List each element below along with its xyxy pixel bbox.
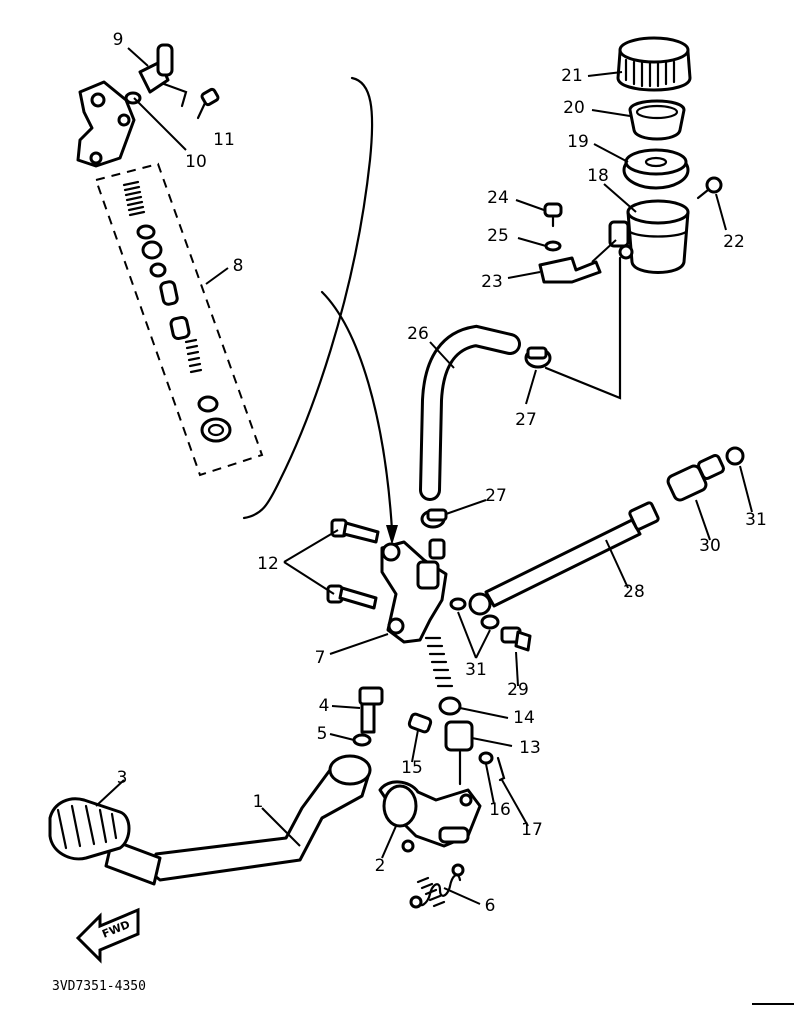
callout-11: 11 [213, 130, 235, 150]
callout-5: 5 [317, 724, 328, 744]
part-hose-and-clamps [419, 324, 552, 529]
callout-22: 22 [723, 232, 745, 252]
callout-28: 28 [623, 582, 645, 602]
part-master-cylinder-bracket [326, 518, 500, 688]
part-lower-linkage [352, 686, 506, 786]
callout-14: 14 [513, 708, 535, 728]
callout-18: 18 [587, 166, 609, 186]
callout-30: 30 [699, 536, 721, 556]
callout-10: 10 [185, 152, 207, 172]
callout-16: 16 [489, 800, 511, 820]
callout-7: 7 [315, 648, 326, 668]
part-master-cylinder-inset [76, 43, 398, 545]
callout-17: 17 [521, 820, 543, 840]
callout-13: 13 [519, 738, 541, 758]
callout-4: 4 [319, 696, 330, 716]
callout-6: 6 [485, 896, 496, 916]
callout-8: 8 [233, 256, 244, 276]
callout-3: 3 [117, 768, 128, 788]
callout-21: 21 [561, 66, 583, 86]
leader-lines [95, 47, 753, 905]
fwd-arrow-icon: FWD [75, 907, 140, 964]
part-hose-rod [468, 446, 745, 652]
callout-2: 2 [375, 856, 386, 876]
callout-31b: 31 [465, 660, 487, 680]
callout-15: 15 [401, 758, 423, 778]
callout-20: 20 [563, 98, 585, 118]
callout-19: 19 [567, 132, 589, 152]
callout-27b: 27 [485, 486, 507, 506]
callout-24: 24 [487, 188, 509, 208]
callout-9: 9 [113, 30, 124, 50]
callout-25: 25 [487, 226, 509, 246]
callout-27a: 27 [515, 410, 537, 430]
callout-1: 1 [253, 792, 264, 812]
part-reservoir-assembly [538, 36, 723, 400]
callout-26: 26 [407, 324, 429, 344]
part-brake-pedal [48, 754, 482, 909]
drawing-code: 3VD7351-4350 [52, 979, 146, 994]
callout-23: 23 [481, 272, 503, 292]
callout-31a: 31 [745, 510, 767, 530]
callout-labels: 1 2 3 4 5 6 7 8 9 10 11 12 13 14 15 16 1… [113, 30, 767, 916]
callout-12: 12 [257, 554, 279, 574]
callout-29: 29 [507, 680, 529, 700]
